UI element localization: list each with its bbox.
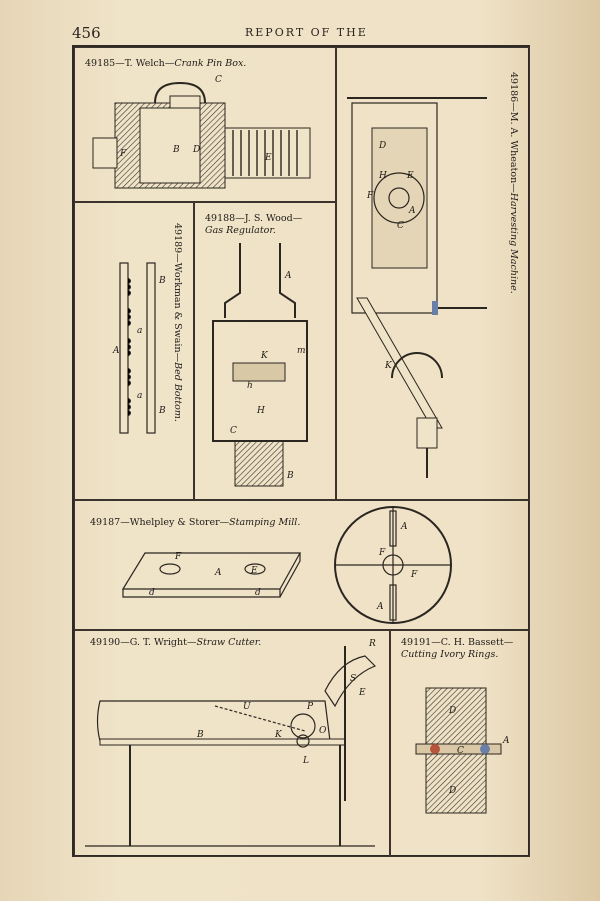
figure-caption: 49187—Whelpley & Storer—Stamping Mill. [90, 517, 301, 528]
label-f3: F [410, 570, 418, 580]
label-c: C [230, 426, 237, 436]
label-a-small: a [137, 326, 142, 336]
label-l: L [302, 756, 309, 766]
label-m: m [297, 346, 306, 356]
figure-caption: 49185—T. Welch—Crank Pin Box. [85, 58, 247, 69]
figure-caption: 49190—G. T. Wright—Straw Cutter. [90, 637, 262, 648]
figures-frame: 49185—T. Welch—Crank Pin Box. C F B [72, 45, 530, 857]
label-h: H [378, 171, 387, 181]
crank-pin-box-drawing: C F B D E [92, 75, 311, 189]
ivory-rings-drawing: D C A D [415, 687, 510, 814]
label-f: F [119, 149, 127, 159]
label-e: E [406, 171, 414, 181]
harvesting-machine-drawing: D H E F A C K [347, 97, 487, 478]
straw-cutter-drawing: R S E P U O B K L [85, 639, 377, 847]
label-k: K [384, 361, 393, 371]
label-d: D [448, 706, 456, 716]
label-a: A [112, 346, 120, 356]
label-d: D [378, 141, 386, 151]
label-f: F [366, 191, 374, 201]
label-d2: D [448, 786, 456, 796]
label-f2: F [378, 548, 386, 558]
stamping-mill-drawing: F A E d d A F F A [121, 506, 452, 624]
figure-stamping-mill: 49187—Whelpley & Storer—Stamping Mill. F… [74, 500, 530, 630]
figure-bed-bottom: 49189—Workman & Swain—Bed Bottom. A B B … [74, 202, 194, 500]
label-r: R [368, 639, 376, 649]
label-b: B [158, 276, 166, 286]
label-k: K [274, 730, 283, 740]
label-b: B [172, 145, 180, 155]
label-c: C [457, 746, 464, 756]
label-e: E [264, 153, 272, 163]
label-d: d [149, 588, 155, 598]
label-a: A [284, 271, 292, 281]
label-h-small: h [247, 381, 253, 391]
label-a3: A [376, 602, 384, 612]
label-e: E [250, 566, 258, 576]
label-c: C [215, 75, 222, 85]
running-title: REPORT OF THE [245, 26, 368, 39]
figure-straw-cutter: 49190—G. T. Wright—Straw Cutter. R S E P… [74, 630, 390, 857]
figure-harvesting-machine: 49186—M. A. Wheaton—Harvesting Machine. … [336, 47, 530, 500]
label-o: O [319, 726, 327, 736]
label-a2: A [400, 522, 408, 532]
page-header: 456 REPORT OF THE [70, 24, 540, 44]
label-k: K [260, 351, 269, 361]
label-b2: B [158, 406, 166, 416]
figure-crank-pin-box: 49185—T. Welch—Crank Pin Box. C F B [74, 47, 336, 202]
label-e: E [358, 688, 366, 698]
figure-caption: 49191—C. H. Bassett—Cutting Ivory Rings. [401, 637, 514, 660]
label-p: P [306, 702, 314, 712]
label-a: A [408, 206, 416, 216]
figure-caption: 49188—J. S. Wood—Gas Regulator. [205, 213, 303, 236]
page-number: 456 [72, 24, 101, 42]
label-d: D [192, 145, 200, 155]
label-s: S [350, 674, 356, 684]
figure-cutting-ivory-rings: 49191—C. H. Bassett—Cutting Ivory Rings.… [390, 630, 530, 857]
bed-bottom-drawing: A B B a a [112, 262, 166, 434]
label-a: A [214, 568, 222, 578]
label-b: B [286, 471, 294, 481]
label-a-small2: a [137, 391, 142, 401]
gas-regulator-drawing: A K m h H C B [212, 243, 308, 487]
label-u: U [243, 702, 251, 712]
label-d2: d [255, 588, 261, 598]
label-c: C [397, 221, 404, 231]
label-a: A [502, 736, 510, 746]
label-b: B [196, 730, 204, 740]
figure-gas-regulator: 49188—J. S. Wood—Gas Regulator. A K m h … [194, 202, 336, 500]
label-f: F [174, 552, 182, 562]
label-h: H [256, 406, 265, 416]
